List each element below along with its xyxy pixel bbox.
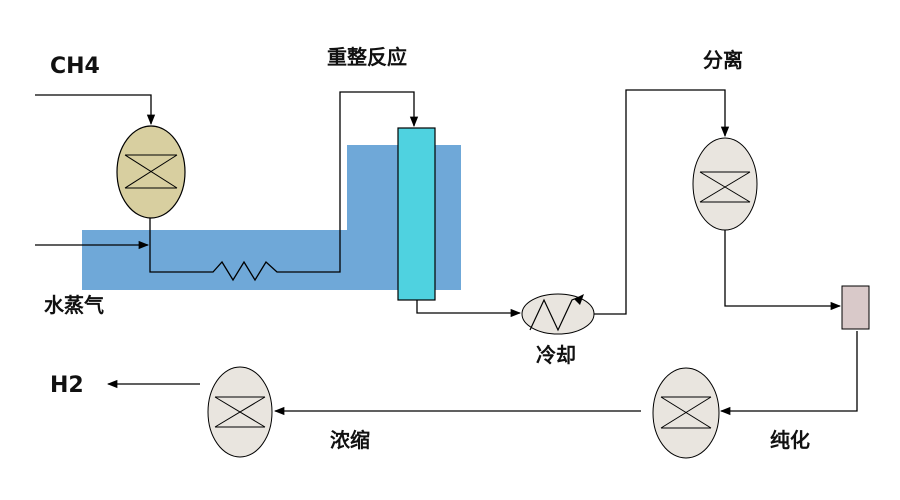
label-cooling: 冷却	[536, 343, 576, 367]
separator-vessel	[692, 137, 758, 231]
furnace-block	[82, 145, 461, 290]
purification-vessel	[652, 367, 720, 459]
cooler-to-separator-line	[594, 89, 730, 315]
reactor-to-cooler-line	[416, 300, 522, 318]
label-concentration: 浓缩	[330, 428, 370, 452]
heating-coil	[149, 91, 419, 282]
cooler	[521, 293, 595, 335]
label-reforming: 重整反应	[327, 45, 407, 69]
reforming-reactor	[397, 127, 436, 301]
concentration-vessel	[207, 366, 273, 458]
label-purification: 纯化	[770, 428, 810, 452]
label-separation: 分离	[703, 48, 743, 72]
label-ch4: CH4	[50, 54, 100, 79]
buffer-box	[841, 285, 870, 330]
label-steam: 水蒸气	[44, 293, 104, 317]
separator-to-box-line	[724, 230, 842, 311]
preheater-vessel	[116, 125, 186, 219]
ch4-inlet-line	[35, 94, 156, 126]
label-h2: H2	[50, 373, 84, 398]
box-to-purification-line	[719, 331, 858, 416]
